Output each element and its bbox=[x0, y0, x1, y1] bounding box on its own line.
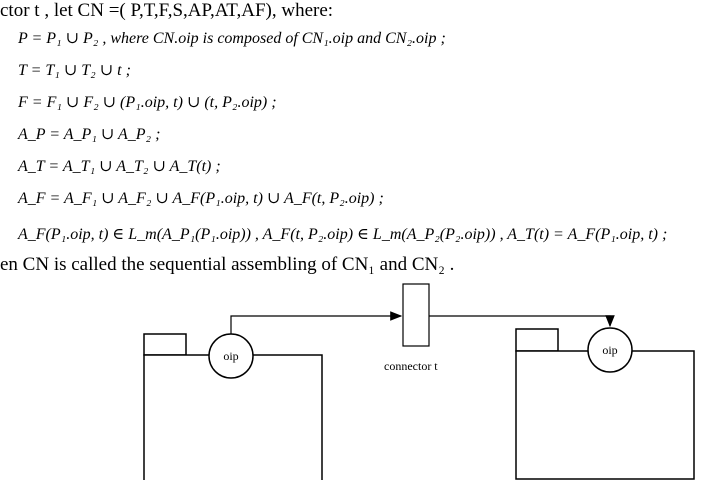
equation-f-text: F = F₁ ∪ F₂ ∪ (P₁.oip, t) ∪ (t, P₂.oip) … bbox=[18, 94, 277, 111]
equation-p-text: P = P₁ ∪ P₂ , where CN.oip is composed o… bbox=[18, 30, 446, 47]
definition-conclusion: en CN is called the sequential assemblin… bbox=[0, 254, 454, 276]
conclusion-text: en CN is called the sequential assemblin… bbox=[0, 254, 455, 275]
arrow-port-to-connector bbox=[230, 311, 403, 334]
equation-at-text: A_T = A_T₁ ∪ A_T₂ ∪ A_T(t) ; bbox=[18, 158, 221, 175]
connector-label: connector t bbox=[384, 359, 438, 373]
right-oip-label: oip bbox=[602, 343, 617, 357]
right-oip-port bbox=[587, 327, 633, 373]
equation-t: T = T₁ ∪ T₂ ∪ t ; bbox=[18, 60, 131, 82]
right-component-body bbox=[515, 350, 695, 480]
right-component: oip bbox=[515, 327, 695, 480]
arrow-connector-to-port bbox=[429, 315, 615, 328]
right-component-tab bbox=[515, 328, 559, 352]
connector: connector t bbox=[384, 283, 438, 373]
equation-constraints: A_F(P₁.oip, t) ∈ L_m(A_P₁(P₁.oip)) , A_F… bbox=[18, 224, 667, 246]
connector-box bbox=[402, 283, 430, 347]
equation-af: A_F = A_F₁ ∪ A_F₂ ∪ A_F(P₁.oip, t) ∪ A_F… bbox=[18, 188, 384, 210]
equation-ap-text: A_P = A_P₁ ∪ A_P₂ ; bbox=[18, 126, 161, 143]
equation-af-text: A_F = A_F₁ ∪ A_F₂ ∪ A_F(P₁.oip, t) ∪ A_F… bbox=[18, 190, 384, 207]
equation-f: F = F₁ ∪ F₂ ∪ (P₁.oip, t) ∪ (t, P₂.oip) … bbox=[18, 92, 277, 114]
left-component: oip bbox=[143, 333, 323, 480]
definition-intro: ctor t , let CN =( P,T,F,S,AP,AT,AF), wh… bbox=[0, 0, 333, 22]
left-oip-label: oip bbox=[223, 349, 238, 363]
intro-text: ctor t , let CN =( P,T,F,S,AP,AT,AF), wh… bbox=[0, 0, 334, 21]
left-component-tab bbox=[143, 333, 187, 356]
equation-ap: A_P = A_P₁ ∪ A_P₂ ; bbox=[18, 124, 160, 146]
equation-t-text: T = T₁ ∪ T₂ ∪ t ; bbox=[18, 62, 131, 79]
equation-at: A_T = A_T₁ ∪ A_T₂ ∪ A_T(t) ; bbox=[18, 156, 221, 178]
equation-constraints-text: A_F(P₁.oip, t) ∈ L_m(A_P₁(P₁.oip)) , A_F… bbox=[18, 226, 668, 243]
equation-p: P = P₁ ∪ P₂ , where CN.oip is composed o… bbox=[18, 28, 446, 50]
